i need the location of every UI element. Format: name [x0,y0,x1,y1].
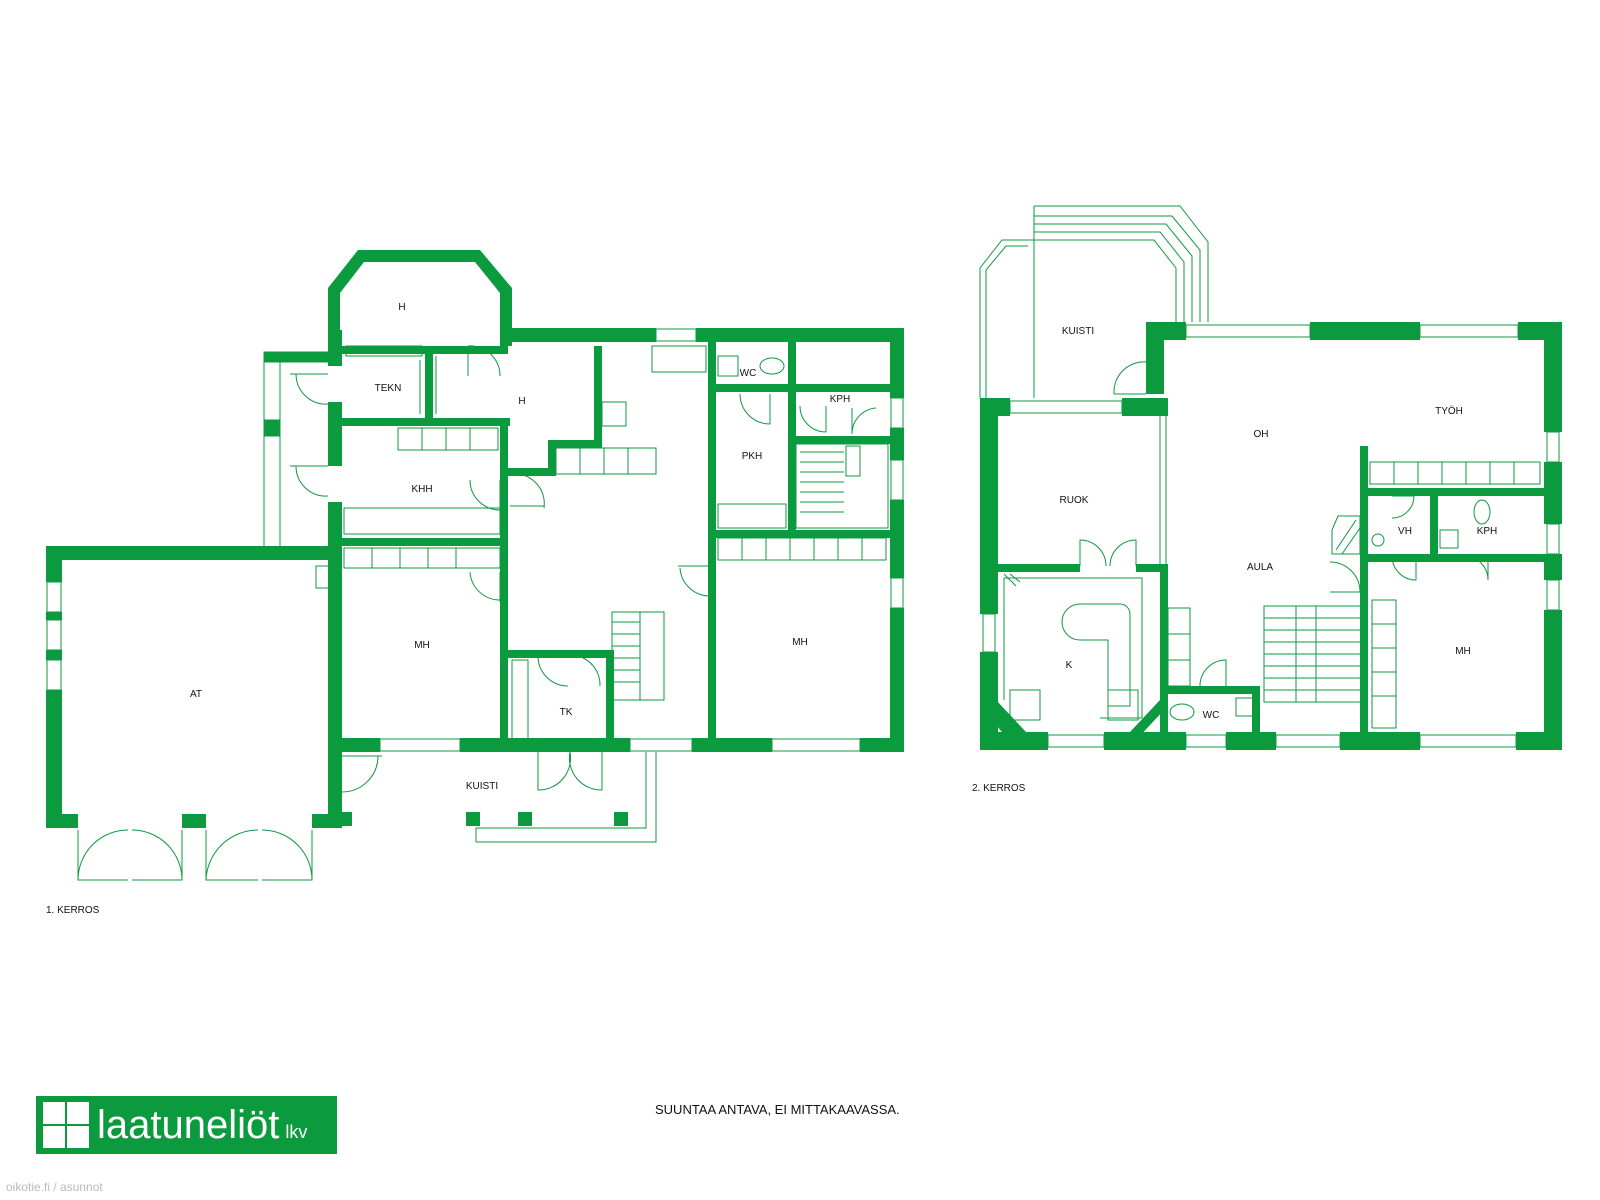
room-label: KUISTI [466,781,498,792]
porch-post [518,812,532,826]
room-label: MH [1455,646,1471,657]
floor-2-plan: KUISTI OH TYÖH RUOK VH KPH AULA K MH WC … [972,205,1564,794]
wall [328,738,904,752]
wall [716,530,890,538]
wall [980,732,1562,750]
logo-text: laatuneliöt [97,1103,280,1147]
wall [980,398,998,750]
room-label: WC [740,368,757,379]
room-label: WC [1203,710,1220,721]
room-label: AT [190,689,202,700]
room-label: TK [560,707,573,718]
wall [1146,322,1164,394]
wall [512,328,904,342]
balcony [979,205,1209,398]
logo-suffix: lkv [285,1121,308,1142]
wall [716,384,890,392]
room-label: PKH [742,451,763,462]
fixtures [1003,461,1541,729]
porch-post [614,812,628,826]
wall-bay [328,250,512,346]
room-label: KPH [1477,526,1498,537]
room-label: RUOK [1060,495,1089,506]
porch-post [342,812,352,826]
floor-1-plan: H TEKN H WC KPH KHH PKH MH MH AT TK KUIS… [44,250,906,916]
room-label: VH [1398,526,1412,537]
room-label: H [398,302,405,313]
room-label: TEKN [375,383,402,394]
wall [548,440,556,476]
windows [982,324,1560,748]
wall-kitchen-bay [986,700,1026,750]
room-label: KUISTI [1062,326,1094,337]
disclaimer: SUUNTAA ANTAVA, EI MITTAKAAVASSA. [655,1102,900,1117]
doors [77,345,877,881]
room-label: AULA [1247,562,1273,573]
wall [708,342,716,748]
wall [1430,492,1438,558]
wall [46,546,342,560]
logo-squares-icon [41,1100,91,1150]
wall [508,650,608,658]
wall [606,650,614,748]
watermark: oikotie.fi / asunnot [6,1180,103,1194]
porch-post [466,812,480,826]
room-label: K [1066,660,1073,671]
windows [46,328,904,752]
wall [548,440,602,448]
wall [1360,488,1546,496]
wall [788,342,796,532]
wall [594,346,602,446]
wall-kitchen-bay [1130,700,1166,740]
room-label: MH [792,637,808,648]
room-label: OH [1254,429,1269,440]
company-logo: laatuneliöt lkv [36,1096,337,1154]
wall [796,436,890,444]
fixtures [263,345,889,843]
wall [508,468,554,476]
wall [1160,686,1260,694]
wall [340,538,508,546]
room-label: H [518,396,525,407]
room-label: MH [414,640,430,651]
room-label: KPH [830,394,851,405]
room-label: KHH [411,484,432,495]
wall [340,346,508,354]
doors [1079,495,1489,687]
wall [340,418,510,426]
wall [1360,554,1546,562]
wall [500,418,508,748]
wall [890,328,904,752]
wall [425,346,433,420]
wall [1252,686,1260,736]
wall [1360,446,1368,736]
floor-1-label: 1. KERROS [46,905,100,916]
room-label: TYÖH [1435,405,1463,417]
wall [328,546,342,828]
floor-2-label: 2. KERROS [972,783,1026,794]
